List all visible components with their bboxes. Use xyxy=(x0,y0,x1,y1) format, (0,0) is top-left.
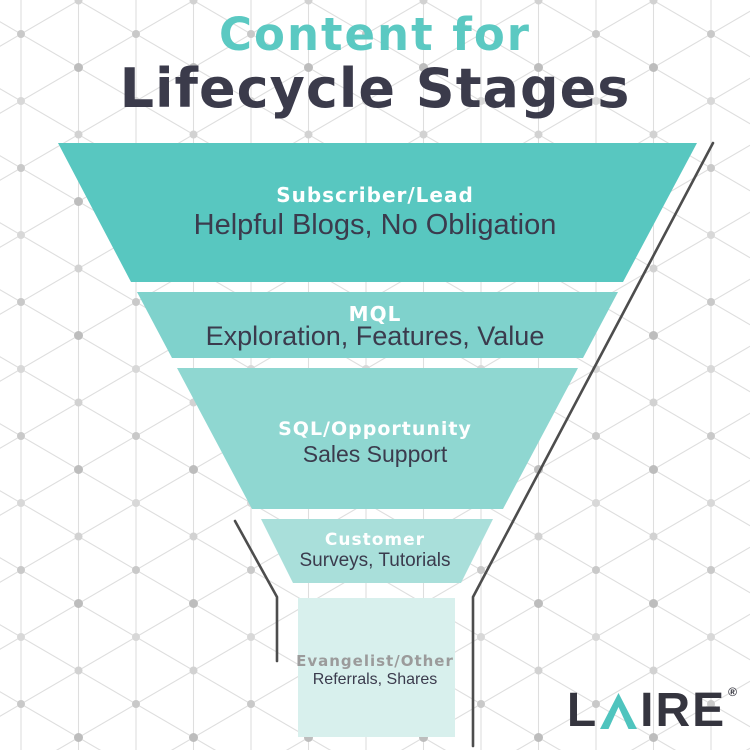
stage-description: Sales Support xyxy=(302,441,448,467)
page-title: Content for Lifecycle Stages xyxy=(0,8,750,120)
stage-label: Customer xyxy=(324,530,426,550)
stage-label: Evangelist/Other xyxy=(296,652,454,670)
stage-description: Exploration, Features, Value xyxy=(205,321,545,351)
registered-trademark-icon: ® xyxy=(728,684,737,699)
funnel-stage-shape-subscriber-lead xyxy=(58,143,697,282)
stage-label: MQL xyxy=(348,302,402,326)
funnel-outline-left xyxy=(233,519,279,663)
stage-description: Surveys, Tutorials xyxy=(299,550,451,571)
funnel-stage-shape-evangelist-other xyxy=(298,598,455,737)
laire-logo: L IRE ® xyxy=(566,683,737,737)
logo-letter-l: L xyxy=(566,683,599,737)
logo-letters-ire: IRE xyxy=(640,683,727,737)
funnel-stage-shape-sql-opportunity xyxy=(177,368,578,509)
title-line-accent: Content for xyxy=(219,8,531,61)
funnel-stage-shape-customer xyxy=(261,519,493,583)
stage-label: SQL/Opportunity xyxy=(278,418,472,440)
stage-label: Subscriber/Lead xyxy=(276,183,474,207)
laire-logo-a-icon xyxy=(600,693,638,729)
funnel-stage-shape-mql xyxy=(137,292,618,358)
funnel-outline-right xyxy=(471,141,715,748)
title-line-dark: Lifecycle Stages xyxy=(119,56,631,120)
stage-description: Referrals, Shares xyxy=(312,671,438,688)
stage-description: Helpful Blogs, No Obligation xyxy=(193,209,557,241)
